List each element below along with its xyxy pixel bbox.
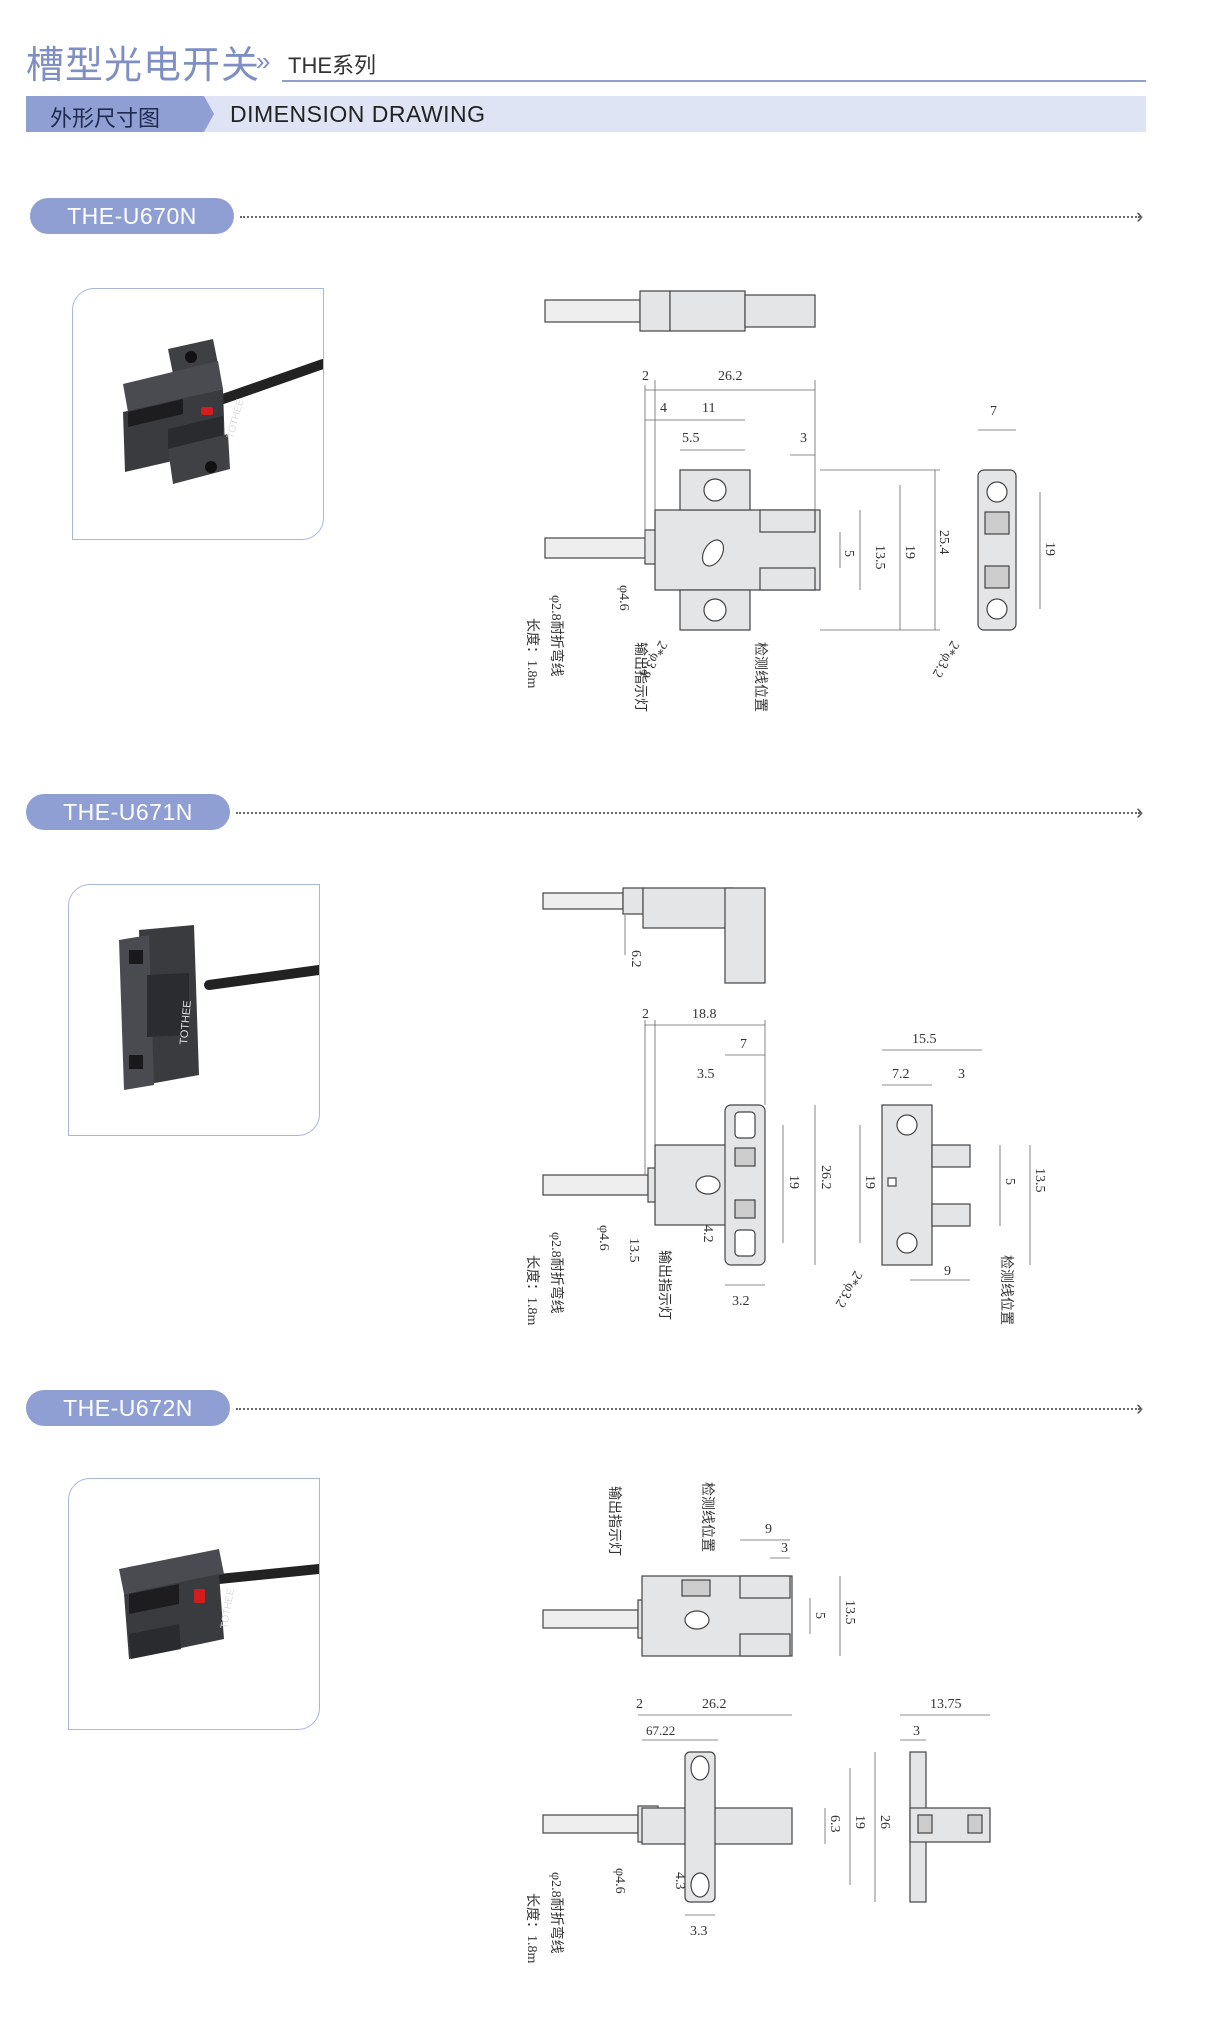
dimension-label: TOTHEE — [219, 1588, 237, 1630]
drawing-u672n: 9 3 5 13.5 2 26.2 67.22 6.3 19 26 4.3 3.… — [524, 1482, 991, 1963]
page-title: 槽型光电开关 — [26, 45, 261, 87]
dimension-label: φ2.8耐折弯线 — [548, 1232, 565, 1314]
dimension-label: 3 — [781, 1541, 788, 1556]
dimension-label: 6.2 — [628, 950, 643, 968]
dimension-label: 3 — [958, 1067, 965, 1082]
dimension-label: 26 — [877, 1815, 892, 1829]
model-tag-u671n: THE-U671N — [26, 794, 230, 830]
dimension-label: 13.5 — [872, 545, 887, 570]
dimension-label: 4.2 — [700, 1225, 715, 1243]
model-tag-u672n: THE-U672N — [26, 1390, 230, 1426]
dimension-label: 19 — [786, 1175, 801, 1189]
dimension-label: 6.3 — [827, 1815, 842, 1833]
dimension-label: 18.8 — [692, 1007, 717, 1022]
dimension-label: 19 — [1042, 542, 1057, 556]
dimension-label: TOTHEE — [225, 398, 246, 440]
dimension-label: 13.75 — [930, 1697, 962, 1712]
dimension-label: φ2.8耐折弯线 — [548, 1872, 565, 1954]
dimension-label: TOTHEE — [178, 1000, 194, 1045]
section-divider — [240, 216, 1140, 218]
dimension-label: 2 — [642, 1007, 649, 1022]
dimension-label: 5 — [841, 550, 856, 557]
dimension-label: 9 — [765, 1522, 772, 1537]
dimension-label: 11 — [702, 401, 715, 416]
dimension-label: 7 — [740, 1037, 747, 1052]
dimension-label: 26.2 — [718, 369, 743, 384]
dimension-label: 13.5 — [842, 1600, 857, 1625]
dimension-label: φ4.6 — [616, 585, 631, 611]
dimension-label: 4 — [660, 401, 667, 416]
dimension-label: 长度：1.8m — [524, 618, 540, 688]
dimension-label: 3.2 — [732, 1294, 750, 1309]
dimension-label: 5 — [1002, 1178, 1017, 1185]
dimension-label: 15.5 — [912, 1032, 937, 1047]
subtitle-tag — [26, 96, 214, 132]
dimension-label: 检测线位置 — [699, 1482, 715, 1552]
drawing-u671n: 6.2 2 18.8 7 3.5 19 26.2 4.2 13.5 3.2 15… — [524, 887, 1047, 1325]
product-photo-u670n: TOTHEE — [72, 288, 324, 540]
drawing-u670n: 2 26.2 4 11 5.5 3 5 13.5 19 25.4 7 19 φ4… — [524, 290, 1057, 712]
dimension-label: 3 — [913, 1724, 920, 1739]
dimension-label: 3.3 — [690, 1924, 708, 1939]
dimension-label: 5 — [812, 1612, 827, 1619]
dimension-label: 7.2 — [892, 1067, 910, 1082]
dimension-label: 3.5 — [697, 1067, 715, 1082]
dot-end-icon: › — [1136, 799, 1144, 824]
dimension-label: 2 — [642, 369, 649, 384]
dimension-label: 5.5 — [682, 431, 700, 446]
sensor-photo-icon: TOTHEE — [119, 925, 319, 1090]
section-divider — [236, 1408, 1140, 1410]
dimension-label: 2 — [636, 1697, 643, 1712]
dimension-label: 3 — [800, 431, 807, 446]
dimension-label: 4.3 — [672, 1872, 687, 1890]
dimension-label: φ4.6 — [596, 1225, 611, 1251]
sensor-photo-icon: TOTHEE — [123, 339, 323, 484]
section-divider — [236, 812, 1140, 814]
dimension-label: 长度：1.8m — [524, 1255, 540, 1325]
dimension-label: 19 — [862, 1175, 877, 1189]
header-rule — [282, 80, 1146, 82]
product-photo-u671n: TOTHEE — [68, 884, 320, 1136]
subtitle-en: DIMENSION DRAWING — [230, 101, 486, 127]
dimension-label: 检测线位置 — [998, 1255, 1014, 1325]
series-name: THE系列 — [288, 53, 377, 78]
chevron-right-icon: » — [256, 46, 271, 76]
dimension-label: 19 — [852, 1815, 867, 1829]
dimension-label: 67.22 — [646, 1723, 675, 1738]
dimension-label: 26.2 — [702, 1697, 727, 1712]
dimension-label: 2*φ3.2 — [832, 1268, 865, 1310]
product-photo-u672n: TOTHEE — [68, 1478, 320, 1730]
dimension-label: 26.2 — [818, 1165, 833, 1190]
dimension-label: 检测线位置 — [752, 642, 768, 712]
dot-end-icon: › — [1136, 1395, 1144, 1420]
dimension-label: 13.5 — [626, 1238, 641, 1263]
dimension-label: 25.4 — [936, 530, 951, 555]
dimension-label: 输出指示灯 — [606, 1486, 622, 1556]
dimension-label: 2*φ3.2 — [929, 638, 962, 680]
subtitle-cn: 外形尺寸图 — [50, 106, 161, 131]
dimension-label: 输出指示灯 — [656, 1250, 672, 1320]
dimension-label: 9 — [944, 1264, 951, 1279]
dimension-label: φ2.8耐折弯线 — [548, 595, 565, 677]
dimension-label: φ4.6 — [612, 1868, 627, 1894]
dimension-label: 13.5 — [1032, 1168, 1047, 1193]
dimension-label: 7 — [990, 404, 997, 419]
dimension-label: 输出指示灯 — [632, 642, 648, 712]
dimension-label: 长度：1.8m — [524, 1893, 540, 1963]
dimension-label: 19 — [902, 545, 917, 559]
model-tag-u670n: THE-U670N — [30, 198, 234, 234]
sensor-photo-icon: TOTHEE — [119, 1549, 319, 1659]
dot-end-icon: › — [1136, 203, 1144, 228]
